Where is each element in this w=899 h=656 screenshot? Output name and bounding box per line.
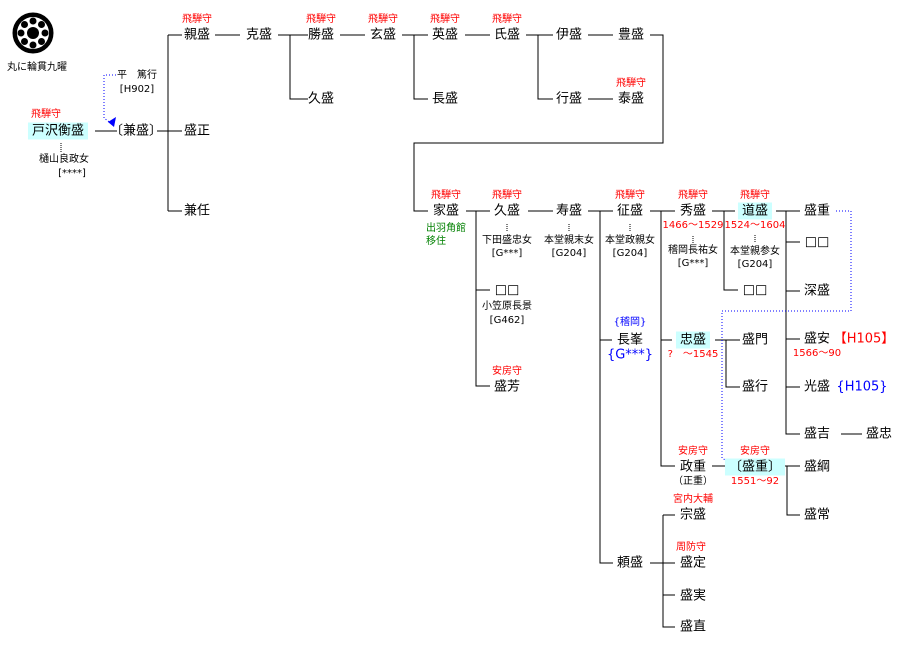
person-node[interactable]: 盛芳 — [493, 379, 521, 395]
person-node[interactable]: 氏盛 — [493, 27, 521, 43]
person-node[interactable]: 寿盛 — [555, 203, 583, 219]
person-node[interactable]: 泰盛 — [617, 91, 645, 107]
person-node[interactable]: 豊盛 — [617, 27, 645, 43]
clan-label: {稽岡} — [613, 317, 647, 328]
person-node[interactable]: 長盛 — [431, 91, 459, 107]
years: 1466〜1529 — [662, 220, 724, 231]
person-node[interactable]: 勝盛 — [307, 27, 335, 43]
person-node[interactable]: 伊盛 — [555, 27, 583, 43]
person-title: 飛騨守 — [616, 78, 646, 89]
ref: 【H105】 — [833, 331, 895, 347]
alt-name: （正重） — [673, 476, 713, 487]
spouse: 下田盛忠女 — [482, 235, 532, 246]
person-node[interactable]: 盛吉 — [803, 426, 831, 442]
person-node[interactable]: 頼盛 — [616, 555, 644, 571]
person-node[interactable]: 忠盛 — [675, 331, 711, 349]
ref: [G462] — [489, 315, 525, 326]
crest-stars — [17, 17, 49, 49]
spouse: 小笠原長景 — [482, 301, 532, 312]
ref: [G204] — [612, 248, 648, 259]
person-title: 飛騨守 — [31, 109, 61, 120]
person-title: 安房守 — [492, 366, 522, 377]
person-node[interactable]: 長峯 — [616, 332, 644, 348]
person-node[interactable]: 盛常 — [803, 507, 831, 523]
person-node[interactable]: □□ — [804, 234, 830, 250]
spouse: 樋山良政女 — [39, 154, 89, 165]
years: ? 〜1545 — [667, 349, 719, 360]
person-title: 飛騨守 — [368, 14, 398, 25]
person-title: 周防守 — [676, 542, 706, 553]
spouse: 本堂親参女 — [730, 246, 780, 257]
person-node[interactable]: 久盛 — [493, 203, 521, 219]
adoption-arrow-icon — [108, 117, 116, 127]
person-node[interactable]: 征盛 — [616, 203, 644, 219]
person-node[interactable]: 久盛 — [307, 91, 335, 107]
person-node[interactable]: 家盛 — [432, 203, 460, 219]
person-title: 飛騨守 — [431, 190, 461, 201]
person-node[interactable]: □□ — [742, 282, 768, 298]
person-node[interactable]: 盛行 — [741, 379, 769, 395]
person-title: 安房守 — [740, 446, 770, 457]
person-title: 宮内大輔 — [673, 494, 713, 505]
ref: {G***} — [606, 347, 654, 363]
ref: [H902] — [119, 84, 155, 95]
person-title: 飛騨守 — [740, 190, 770, 201]
person-node[interactable]: 盛重 — [803, 203, 831, 219]
person-title: 飛騨守 — [182, 14, 212, 25]
person-title: 飛騨守 — [492, 190, 522, 201]
person-node[interactable]: 克盛 — [245, 27, 273, 43]
person-title: 飛騨守 — [430, 14, 460, 25]
crest-caption: 丸に輪貫九曜 — [7, 62, 67, 73]
note: 出羽角館 — [426, 223, 466, 234]
person-title: 飛騨守 — [615, 190, 645, 201]
ref: {H105} — [836, 379, 888, 395]
person-node[interactable]: 盛直 — [679, 619, 707, 635]
ref: [G***] — [491, 248, 523, 259]
person-kanemori[interactable]: 〔兼盛〕 — [109, 123, 163, 139]
years: 1566〜90 — [792, 348, 842, 359]
person-node[interactable]: 深盛 — [803, 283, 831, 299]
person-node[interactable]: 行盛 — [555, 91, 583, 107]
person-node[interactable]: 玄盛 — [369, 27, 397, 43]
person-title: 飛騨守 — [492, 14, 522, 25]
person-node[interactable]: 兼任 — [183, 203, 211, 219]
person-node[interactable]: 〔盛重〕 — [724, 458, 786, 476]
person-node[interactable]: 政重 — [679, 459, 707, 475]
spouse: 本堂親末女 — [544, 235, 594, 246]
person-node[interactable]: 英盛 — [431, 27, 459, 43]
ref: [G204] — [551, 248, 587, 259]
person-node[interactable]: 盛実 — [679, 588, 707, 604]
person-title: 飛騨守 — [678, 190, 708, 201]
spouse: 稽岡長祐女 — [668, 245, 718, 256]
spouse: 本堂政親女 — [605, 235, 655, 246]
person-node[interactable]: 道盛 — [737, 202, 773, 220]
person-title: 安房守 — [678, 446, 708, 457]
person-node[interactable]: 秀盛 — [679, 203, 707, 219]
person-node[interactable]: 盛安 — [803, 331, 831, 347]
person-node[interactable]: 盛定 — [679, 555, 707, 571]
person-node[interactable]: □□ — [494, 282, 520, 298]
person-node[interactable]: 盛忠 — [865, 426, 893, 442]
person-node[interactable]: 盛正 — [183, 123, 211, 139]
person-node[interactable]: 盛門 — [741, 332, 769, 348]
ref: [****] — [58, 168, 86, 179]
years: 1551〜92 — [730, 476, 780, 487]
person-tozawa-hiramori[interactable]: 戸沢衡盛 — [27, 122, 89, 140]
person-title: 飛騨守 — [306, 14, 336, 25]
years: 1524〜1604 — [724, 220, 786, 231]
ref: [G***] — [677, 258, 709, 269]
person-node[interactable]: 盛綱 — [803, 459, 831, 475]
person-node[interactable]: 宗盛 — [679, 507, 707, 523]
person-node[interactable]: 親盛 — [183, 27, 211, 43]
person-node[interactable]: 光盛 — [803, 379, 831, 395]
ref: [G204] — [737, 259, 773, 270]
person-adoptive-father[interactable]: 平 篤行 — [117, 70, 157, 81]
note: 移住 — [426, 236, 446, 247]
